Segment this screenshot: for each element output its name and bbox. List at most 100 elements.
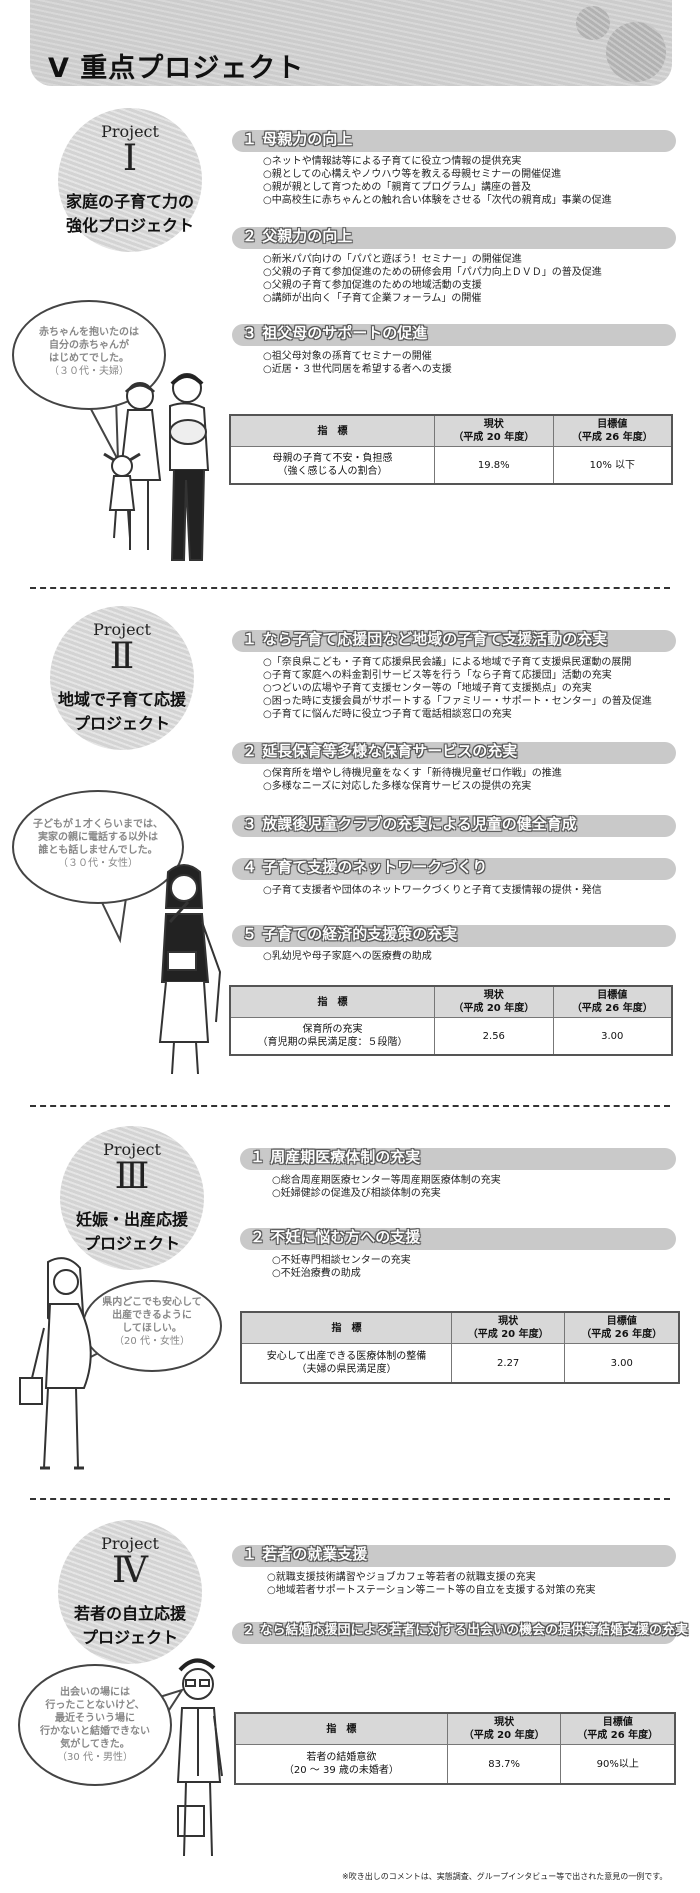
header-indicator: 指 標 xyxy=(234,1712,448,1745)
table-row: 保育所の充実（育児期の県民満足度：５段階） 2.56 3.00 xyxy=(229,1017,673,1056)
section-heading: ５ 子育ての経済的支援策の充実 xyxy=(242,925,458,943)
list-item: ○ネットや情報誌等による子育てに役立つ情報の提供充実 xyxy=(263,156,522,167)
section-bar xyxy=(240,1148,676,1170)
woman-illustration xyxy=(158,864,222,1075)
list-item: ○つどいの広場や子育て支援センター等の「地域子育て支援拠点」の充実 xyxy=(263,683,592,694)
section-heading: ３ 放課後児童クラブの充実による児童の健全育成 xyxy=(242,815,577,833)
table-row: 母親の子育て不安・負担感（強く感じる人の割合） 19.8% 10% 以下 xyxy=(229,446,673,485)
list-item: ○子育てに悩んだ時に役立つ子育て電話相談窓口の充実 xyxy=(263,709,512,720)
section-bar xyxy=(232,925,676,947)
section-heading: １ 周産期医療体制の充実 xyxy=(250,1148,421,1166)
table-row: 若者の結婚意欲（20 ～ 39 歳の未婚者） 83.7% 90%以上 xyxy=(234,1744,676,1785)
list-item: ○「奈良県こども・子育て応援県民会議」による地域で子育て支援県民運動の展開 xyxy=(263,657,632,668)
target-value: 3.00 xyxy=(564,1343,680,1384)
current-value: 19.8% xyxy=(433,446,554,485)
indicator-table: 指 標 現状（平成 20 年度） 目標値（平成 26 年度） 保育所の充実（育児… xyxy=(229,985,673,1056)
decorative-circle xyxy=(576,6,610,40)
section-bar xyxy=(232,130,676,152)
footnote: ※吹き出しのコメントは、実態調査、グループインタビュー等で出された意見の一例です… xyxy=(342,1872,668,1881)
section-bar xyxy=(232,1545,676,1567)
list-item: ○総合周産期医療センター等周産期医療体制の充実 xyxy=(272,1175,501,1186)
project-badge-1: Project Ⅰ 家庭の子育て力の 強化プロジェクト xyxy=(58,108,202,252)
list-item: ○困った時に支援会員がサポートする「ファミリー・サポート・センター」の普及促進 xyxy=(263,696,652,707)
header-target: 目標値（平成 26 年度） xyxy=(552,414,673,447)
project-label: Project xyxy=(101,1534,159,1553)
project-title: 妊娠・出産応援 プロジェクト xyxy=(75,1210,188,1253)
project-label: Project xyxy=(103,1140,161,1159)
header-target: 目標値（平成 26 年度） xyxy=(564,1311,680,1344)
section-bar xyxy=(240,1228,676,1250)
current-value: 2.56 xyxy=(434,1017,554,1056)
section-heading: １ 若者の就業支援 xyxy=(242,1545,368,1563)
indicator-table: 指 標 現状（平成 20 年度） 目標値（平成 26 年度） 安心して出産できる… xyxy=(240,1311,680,1384)
indicator-name: 若者の結婚意欲（20 ～ 39 歳の未婚者） xyxy=(234,1744,448,1785)
project-label: Project xyxy=(101,122,159,141)
section-bar xyxy=(232,858,676,880)
indicator-name: 安心して出産できる医療体制の整備（夫婦の県民満足度） xyxy=(240,1343,452,1384)
family-illustration xyxy=(103,373,210,561)
section-divider xyxy=(30,1105,670,1107)
current-value: 83.7% xyxy=(446,1744,562,1785)
section-bar xyxy=(232,227,676,249)
speech-bubble: 出会いの場には 行ったことないけど、 最近そういう場に 行かないと結婚できない … xyxy=(18,1664,172,1786)
list-item: ○講師が出向く「子育て企業フォーラム」の開催 xyxy=(263,293,482,304)
indicator-table: 指 標 現状（平成 20 年度） 目標値（平成 26 年度） 若者の結婚意欲（2… xyxy=(234,1712,676,1785)
project-title: 地域で子育て応援 プロジェクト xyxy=(57,690,186,733)
target-value: 10% 以下 xyxy=(552,446,673,485)
section-items: ○乳幼児や母子家庭への医療費の助成 xyxy=(263,950,432,963)
list-item: ○不妊治療費の助成 xyxy=(272,1268,361,1279)
project-label: Project xyxy=(93,620,151,639)
header-current: 現状（平成 20 年度） xyxy=(446,1712,562,1745)
section-divider xyxy=(30,587,670,589)
project-number: Ⅲ xyxy=(114,1156,150,1197)
section-items: ○「奈良県こども・子育て応援県民会議」による地域で子育て支援県民運動の展開 ○子… xyxy=(263,656,652,721)
project-badge-2: Project Ⅱ 地域で子育て応援 プロジェクト xyxy=(50,606,194,750)
section-bar xyxy=(232,1622,676,1644)
target-value: 90%以上 xyxy=(560,1744,676,1785)
target-value: 3.00 xyxy=(552,1017,673,1056)
section-bar xyxy=(232,742,676,764)
indicator-name: 母親の子育て不安・負担感（強く感じる人の割合） xyxy=(229,446,435,485)
list-item: ○父親の子育て参加促進のための地域活動の支援 xyxy=(263,280,482,291)
list-item: ○乳幼児や母子家庭への医療費の助成 xyxy=(263,951,432,962)
list-item: ○近居・３世代同居を希望する者への支援 xyxy=(263,364,452,375)
header-current: 現状（平成 20 年度） xyxy=(433,414,554,447)
section-heading: ４ 子育て支援のネットワークづくり xyxy=(242,858,488,876)
section-heading: ２ 不妊に悩む方への支援 xyxy=(250,1228,421,1246)
section-items: ○不妊専門相談センターの充実 ○不妊治療費の助成 xyxy=(272,1254,411,1280)
page-header xyxy=(30,0,672,86)
project-badge-4: Project Ⅳ 若者の自立応援 プロジェクト xyxy=(58,1520,202,1664)
section-items: ○総合周産期医療センター等周産期医療体制の充実 ○妊婦健診の促進及び相談体制の充… xyxy=(272,1174,501,1200)
header-target: 目標値（平成 26 年度） xyxy=(560,1712,676,1745)
indicator-name: 保育所の充実（育児期の県民満足度：５段階） xyxy=(229,1017,436,1056)
section-bar xyxy=(232,630,676,652)
section-heading: １ なら子育て応援団など地域の子育て支援活動の充実 xyxy=(242,630,608,648)
project-title: 家庭の子育て力の 強化プロジェクト xyxy=(65,192,194,235)
project-title: 若者の自立応援 プロジェクト xyxy=(73,1604,186,1647)
project-number: Ⅱ xyxy=(109,636,135,677)
list-item: ○父親の子育て参加促進のための研修会用「パパ力向上ＤＶＤ」の普及促進 xyxy=(263,267,602,278)
section-items: ○就職支援技術講習やジョブカフェ等若者の就職支援の充実 ○地域若者サポートステー… xyxy=(267,1571,596,1597)
list-item: ○新米パパ向けの「パパと遊ぼう！セミナー」の開催促進 xyxy=(263,254,522,265)
section-items: ○祖父母対象の孫育てセミナーの開催 ○近居・３世代同居を希望する者への支援 xyxy=(263,350,452,376)
list-item: ○子育て支援者や団体のネットワークづくりと子育て支援情報の提供・発信 xyxy=(263,885,602,896)
indicator-table: 指 標 現状（平成 20 年度） 目標値（平成 26 年度） 母親の子育て不安・… xyxy=(229,414,673,485)
decorative-circle xyxy=(606,22,666,82)
speech-bubble: 子どもが１才くらいまでは、 実家の親に電話する以外は 誰とも話しませんでした。 … xyxy=(12,790,184,904)
list-item: ○親が親として育つための「親育てプログラム」講座の普及 xyxy=(263,182,532,193)
section-heading: １ 母親力の向上 xyxy=(242,130,353,148)
header-indicator: 指 標 xyxy=(229,985,436,1018)
section-divider xyxy=(30,1498,670,1500)
section-items: ○子育て支援者や団体のネットワークづくりと子育て支援情報の提供・発信 xyxy=(263,884,602,897)
list-item: ○不妊専門相談センターの充実 xyxy=(272,1255,411,1266)
section-heading: ２ 父親力の向上 xyxy=(242,227,353,245)
section-bar xyxy=(232,324,676,346)
project-number: Ⅰ xyxy=(122,138,138,179)
list-item: ○子育て家庭への料金割引サービス等を行う「なら子育て応援団」活動の充実 xyxy=(263,670,612,681)
list-item: ○多様なニーズに対応した多様な保育サービスの提供の充実 xyxy=(263,781,532,792)
list-item: ○就職支援技術講習やジョブカフェ等若者の就職支援の充実 xyxy=(267,1572,536,1583)
list-item: ○保育所を増やし待機児童をなくす「新待機児童ゼロ作戦」の推進 xyxy=(263,768,562,779)
section-items: ○新米パパ向けの「パパと遊ぼう！セミナー」の開催促進 ○父親の子育て参加促進のた… xyxy=(263,253,602,305)
section-bar xyxy=(232,815,676,837)
